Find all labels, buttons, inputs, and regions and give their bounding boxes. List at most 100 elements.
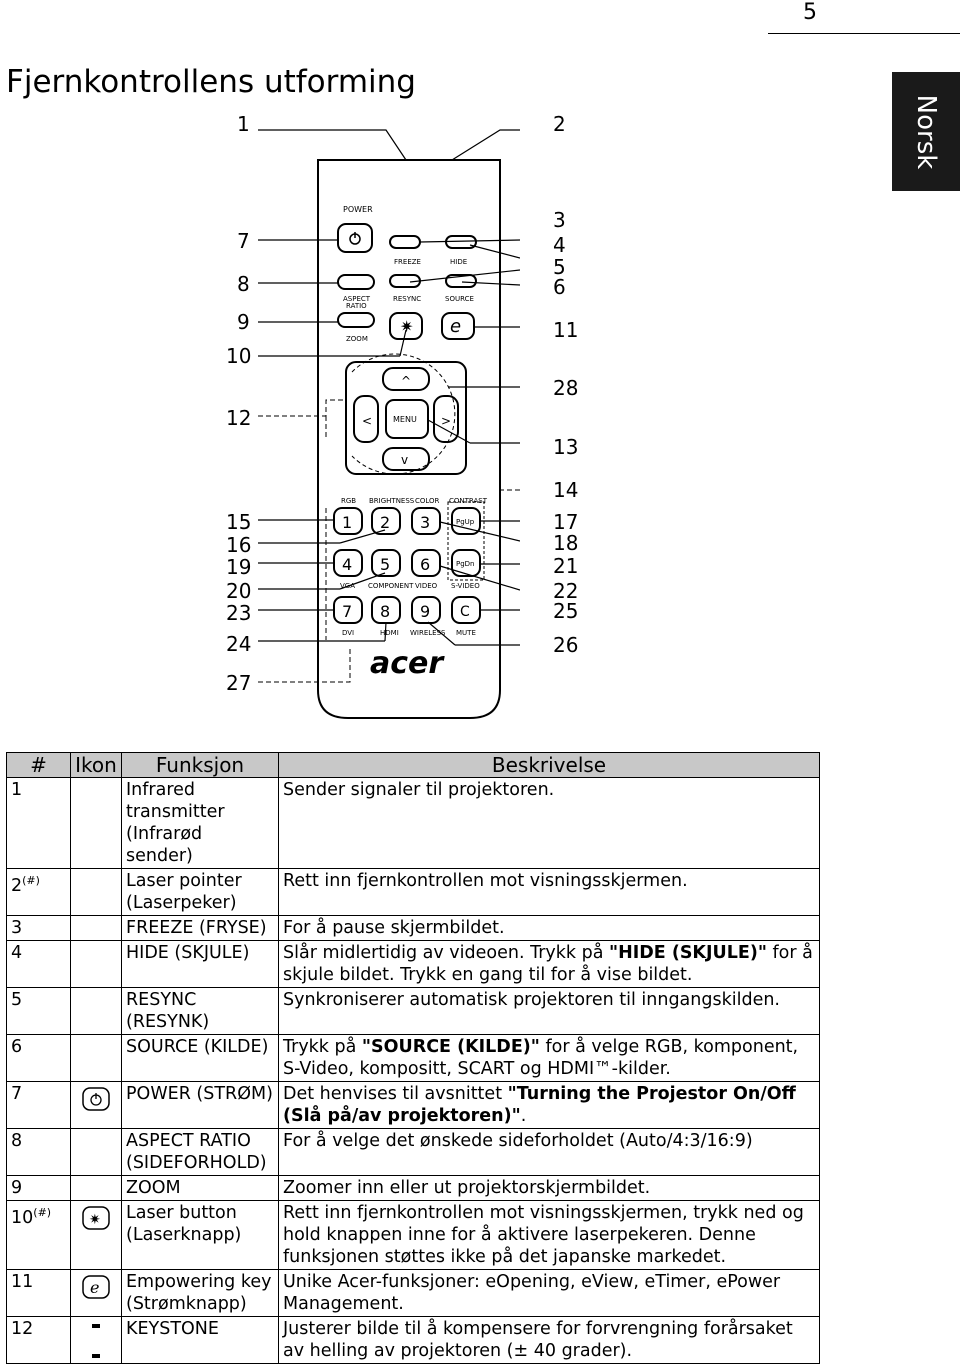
table-row: 1 Infrared transmitter (Infrarød sender)… [6, 777, 820, 869]
aspect-ratio-button[interactable] [337, 274, 375, 290]
callout-9: 9 [237, 310, 250, 334]
table-row: 8 ASPECT RATIO (SIDEFORHOLD) For å velge… [6, 1128, 820, 1176]
mute-icon: C [460, 604, 470, 620]
freeze-button[interactable] [389, 235, 421, 249]
source-label: SOURCE [445, 295, 474, 303]
pgdn-label: PgDn [456, 560, 475, 568]
language-tab-label: Norsk [911, 94, 941, 169]
table-row: 3 FREEZE (FRYSE) For å pause skjermbilde… [6, 915, 820, 941]
header-function: Funksjon [121, 752, 279, 778]
callout-28: 28 [553, 376, 579, 400]
key-2[interactable] [371, 507, 401, 535]
hide-label: HIDE [450, 258, 467, 266]
row-description: Trykk på "SOURCE (KILDE)" for å velge RG… [278, 1034, 820, 1082]
down-button[interactable] [382, 447, 430, 471]
laser-icon: ✷ [82, 1206, 110, 1230]
laser-icon: ✷ [400, 317, 413, 336]
aspect-label-1: ASPECT [343, 295, 371, 303]
row-description: Sender signaler til projektoren. [278, 777, 820, 869]
video-label: VIDEO [415, 582, 438, 590]
row-icon [70, 940, 122, 988]
row-number: 3 [6, 915, 71, 941]
key-6[interactable] [411, 549, 441, 577]
row-number: 11 [6, 1269, 71, 1317]
left-button[interactable] [353, 395, 379, 443]
row-icon [70, 987, 122, 1035]
callout-24: 24 [226, 632, 252, 656]
dvi-label: DVI [342, 629, 354, 637]
row-function: HIDE (SKJULE) [121, 940, 279, 988]
pgup-label: PgUp [456, 518, 475, 526]
empowering-button[interactable] [441, 312, 475, 340]
row-description: Zoomer inn eller ut projektorskjermbilde… [278, 1175, 820, 1201]
row-function: KEYSTONE [121, 1316, 279, 1364]
source-button[interactable] [445, 274, 477, 288]
row-description: Det henvises til avsnittet "Turning the … [278, 1081, 820, 1129]
row-function: FREEZE (FRYSE) [121, 915, 279, 941]
up-button[interactable] [382, 367, 430, 391]
hide-button[interactable] [445, 235, 477, 249]
row-icon [70, 1316, 122, 1364]
svideo-label: S-VIDEO [451, 582, 480, 590]
key-4-label: 4 [342, 555, 352, 574]
header-icon: Ikon [70, 752, 122, 778]
menu-button[interactable] [385, 399, 429, 439]
row-description: For å pause skjermbildet. [278, 915, 820, 941]
power-label: POWER [343, 205, 373, 214]
row-icon [70, 1175, 122, 1201]
row-description: For å velge det ønskede sideforholdet (A… [278, 1128, 820, 1176]
table-row: 12 KEYSTONE Justerer bilde til å kompens… [6, 1316, 820, 1364]
menu-label: MENU [393, 415, 417, 424]
callout-6: 6 [553, 275, 566, 299]
callout-25: 25 [553, 599, 579, 623]
row-number: 1 [6, 777, 71, 869]
key-5-label: 5 [380, 555, 390, 574]
up-arrow-icon: ^ [401, 374, 411, 388]
resync-label: RESYNC [393, 295, 421, 303]
laser-button[interactable] [389, 312, 423, 340]
callout-22: 22 [553, 579, 579, 603]
key-6-label: 6 [420, 555, 430, 574]
component-label: COMPONENT [368, 582, 414, 590]
keystone-icon [92, 1324, 100, 1358]
zoom-label: ZOOM [346, 335, 368, 343]
freeze-label: FREEZE [394, 258, 421, 266]
right-button[interactable] [433, 395, 459, 443]
key-5[interactable] [371, 549, 401, 577]
table-row: 7 POWER (STRØM) Det henvises til avsnitt… [6, 1081, 820, 1129]
row-icon: ✷ [70, 1200, 122, 1270]
callout-1: 1 [237, 112, 250, 136]
row-function: Infrared transmitter (Infrarød sender) [121, 777, 279, 869]
row-function: RESYNC (RESYNK) [121, 987, 279, 1035]
key-1-label: 1 [342, 513, 352, 532]
callout-21: 21 [553, 554, 579, 578]
row-function: Empowering key (Strømknapp) [121, 1269, 279, 1317]
callout-4: 4 [553, 233, 566, 257]
page-number: 5 [803, 0, 817, 25]
aspect-label-2: RATIO [346, 302, 367, 310]
hdmi-label: HDMI [380, 629, 399, 637]
row-description: Justerer bilde til å kompensere for forv… [278, 1316, 820, 1364]
callout-17: 17 [553, 510, 579, 534]
down-arrow-icon: v [401, 453, 408, 467]
row-icon [70, 868, 122, 916]
brightness-label: BRIGHTNESS [369, 497, 415, 505]
key-3-label: 3 [420, 513, 430, 532]
key-3[interactable] [411, 507, 441, 535]
left-arrow-icon: < [362, 414, 372, 428]
pgdn-button[interactable] [451, 549, 481, 577]
row-number: 7 [6, 1081, 71, 1129]
row-description: Synkroniserer automatisk projektoren til… [278, 987, 820, 1035]
callout-10: 10 [226, 344, 252, 368]
key-1[interactable] [333, 507, 363, 535]
key-8-label: 8 [380, 602, 390, 621]
table-row: 9 ZOOM Zoomer inn eller ut projektorskje… [6, 1175, 820, 1201]
row-icon [70, 1128, 122, 1176]
row-number: 9 [6, 1175, 71, 1201]
row-function: SOURCE (KILDE) [121, 1034, 279, 1082]
acer-logo: acer [370, 646, 445, 681]
zoom-button[interactable] [337, 312, 375, 328]
row-number: 4 [6, 940, 71, 988]
table-row: 11 e Empowering key (Strømknapp) Unike A… [6, 1269, 820, 1317]
key-9[interactable] [411, 596, 441, 624]
